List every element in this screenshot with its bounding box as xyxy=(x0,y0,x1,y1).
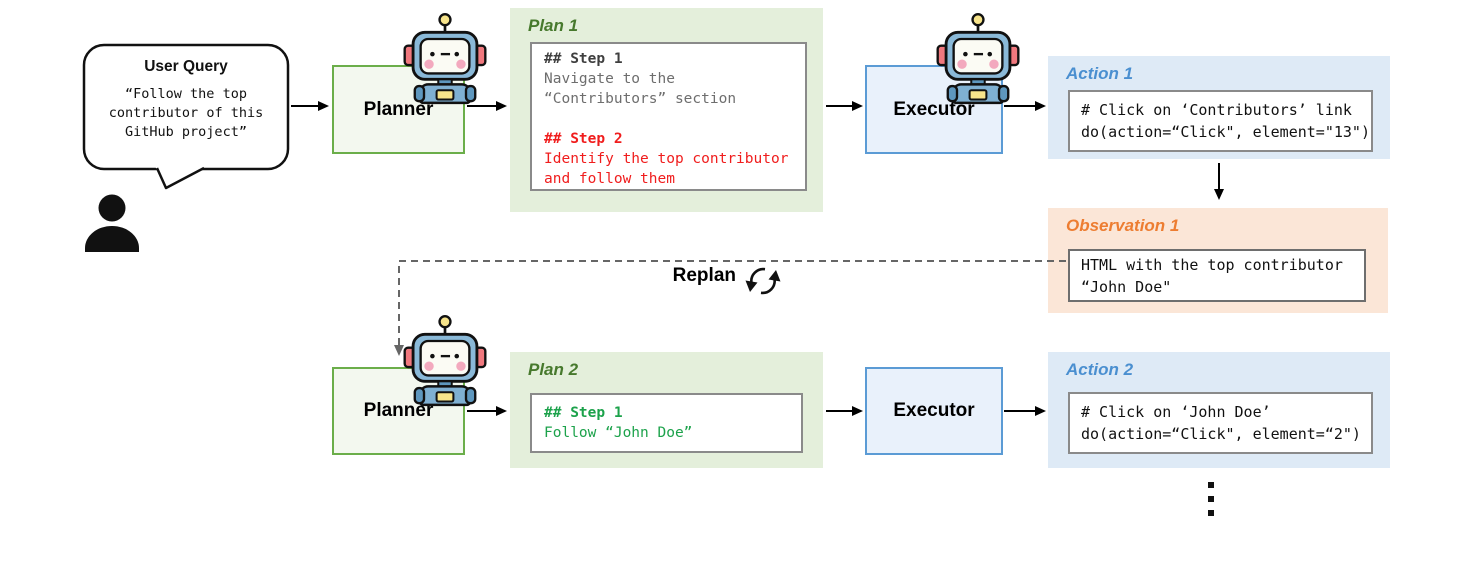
user-icon xyxy=(85,194,139,252)
user-query-title: User Query xyxy=(144,58,228,75)
plan1-line xyxy=(544,109,793,129)
action2-line: # Click on ‘John Doe’ xyxy=(1081,403,1271,421)
plan1-line: and follow them xyxy=(544,171,675,187)
planner2-label: Planner xyxy=(363,400,434,421)
executor2-box: Executor xyxy=(865,367,1003,455)
planner2-box: Planner xyxy=(332,367,465,455)
user-query-line: contributor of this xyxy=(108,105,264,121)
vertical-ellipsis-icon xyxy=(1208,482,1214,488)
plan2-line: Follow “John Doe” xyxy=(544,425,693,441)
user-query-line: GitHub project” xyxy=(125,124,247,140)
user-query-line: “Follow the top xyxy=(125,86,247,102)
plan1-line: Navigate to the xyxy=(544,71,675,87)
action1-line: do(action=“Click", element="13") xyxy=(1081,122,1370,141)
cycle-arrows-icon xyxy=(745,267,781,295)
observation1-line: HTML with the top contributor xyxy=(1081,256,1343,274)
observation1-code-box: HTML with the top contributor “John Doe" xyxy=(1068,249,1366,302)
vertical-ellipsis-icon xyxy=(1208,496,1214,502)
action1-code-box: # Click on ‘Contributors’ link do(action… xyxy=(1068,90,1373,152)
action1-title: Action 1 xyxy=(1066,64,1134,83)
plan2-title: Plan 2 xyxy=(528,360,579,379)
planner1-box: Planner xyxy=(332,65,465,154)
observation1-title: Observation 1 xyxy=(1066,216,1180,235)
action2-code-box: # Click on ‘John Doe’ do(action=“Click",… xyxy=(1068,392,1373,454)
executor2-label: Executor xyxy=(893,400,975,421)
plan1-title: Plan 1 xyxy=(528,16,579,35)
user-query-bubble: User Query “Follow the top contributor o… xyxy=(88,58,284,142)
replan-label: Replan xyxy=(672,265,736,286)
executor1-label: Executor xyxy=(893,98,975,120)
plan1-line: ## Step 1 xyxy=(544,51,623,67)
executor1-box: Executor xyxy=(865,65,1003,154)
plan1-line: ## Step 2 xyxy=(544,131,623,147)
observation1-line: “John Doe" xyxy=(1081,277,1172,296)
plan2-line: ## Step 1 xyxy=(544,405,623,421)
plan1-line: “Contributors” section xyxy=(544,91,737,107)
action2-line: do(action=“Click", element=“2") xyxy=(1081,424,1361,443)
vertical-ellipsis-icon xyxy=(1208,510,1214,516)
plan1-line: Identify the top contributor xyxy=(544,151,789,167)
plan1-code-box: ## Step 1 Navigate to the “Contributors”… xyxy=(530,42,807,191)
action1-line: # Click on ‘Contributors’ link xyxy=(1081,101,1352,119)
planner1-label: Planner xyxy=(363,98,434,120)
plan2-code-box: ## Step 1 Follow “John Doe” xyxy=(530,393,803,453)
action2-title: Action 2 xyxy=(1066,360,1134,379)
